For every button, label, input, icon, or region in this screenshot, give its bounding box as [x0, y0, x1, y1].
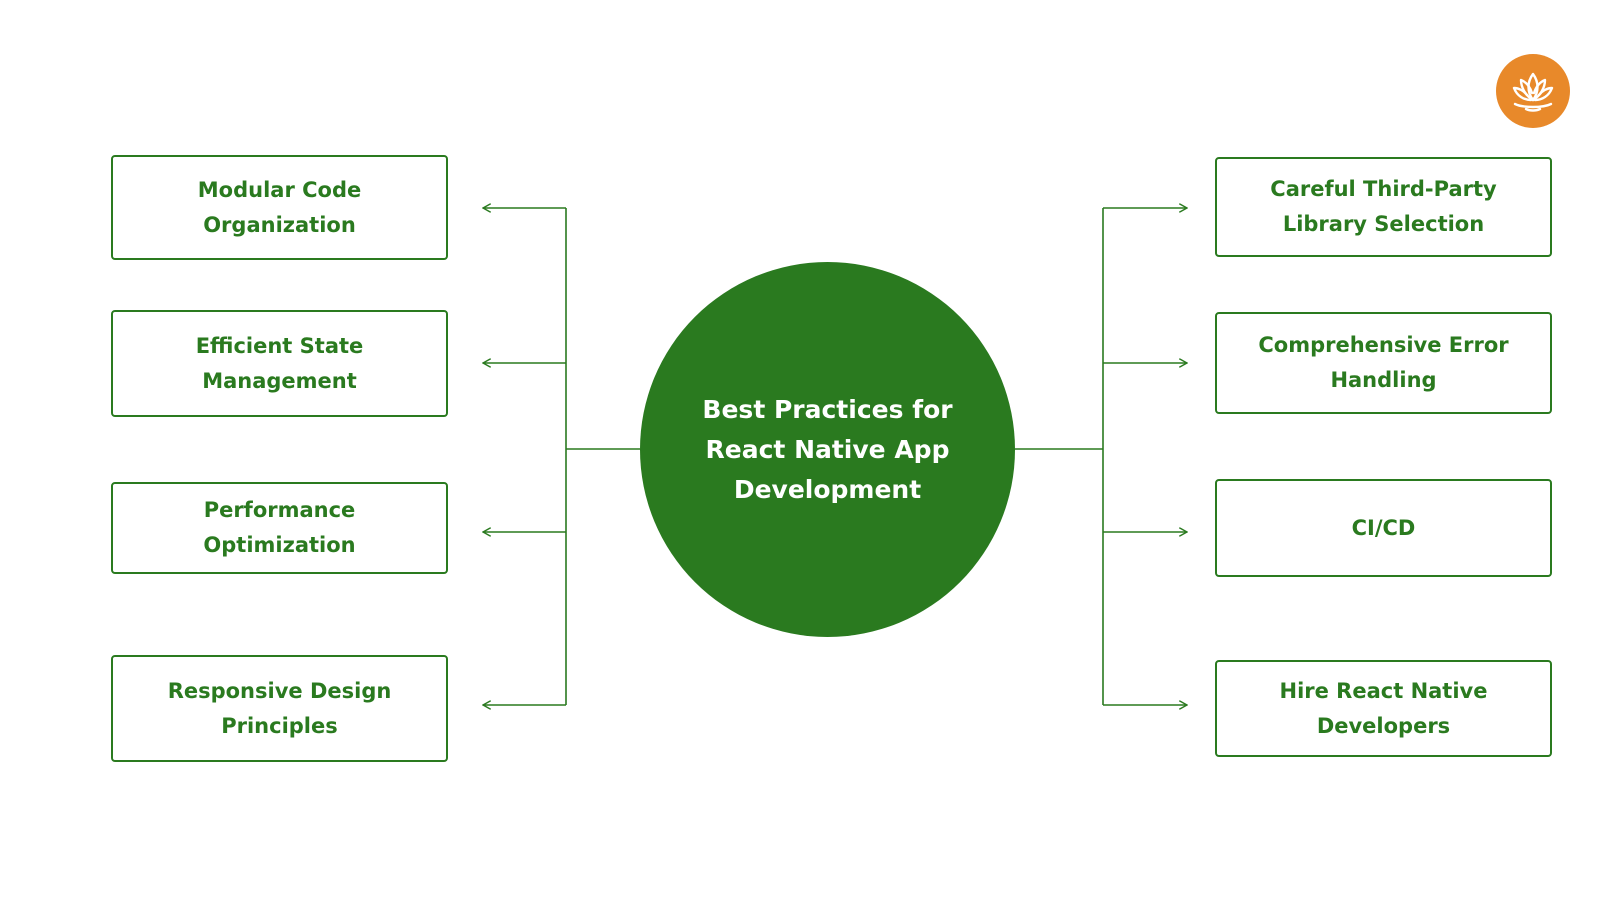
node-label: Modular Code Organization [197, 177, 362, 237]
center-node: Best Practices for React Native App Deve… [640, 262, 1015, 637]
node-label: Careful Third-Party Library Selection [1270, 177, 1497, 236]
node-label: CI/CD [1351, 515, 1416, 540]
node-comprehensive-error-handling: Comprehensive Error Handling [1215, 312, 1552, 414]
node-efficient-state-management: Efficient State Management [111, 310, 448, 417]
center-title: Best Practices for React Native App Deve… [702, 394, 953, 504]
node-responsive-design-principles: Responsive Design Principles [111, 655, 448, 762]
node-label: Hire React Native Developers [1279, 678, 1488, 738]
lotus-icon [1512, 72, 1554, 112]
node-label: Efficient State Management [195, 333, 364, 393]
node-ci-cd: CI/CD [1215, 479, 1552, 577]
node-performance-optimization: Performance Optimization [111, 482, 448, 574]
node-label: Performance Optimization [203, 498, 356, 557]
node-third-party-library-selection: Careful Third-Party Library Selection [1215, 157, 1552, 257]
node-label: Comprehensive Error Handling [1258, 333, 1509, 392]
node-hire-react-native-developers: Hire React Native Developers [1215, 660, 1552, 757]
node-modular-code-organization: Modular Code Organization [111, 155, 448, 260]
node-label: Responsive Design Principles [167, 678, 392, 738]
brand-logo [1496, 54, 1570, 128]
